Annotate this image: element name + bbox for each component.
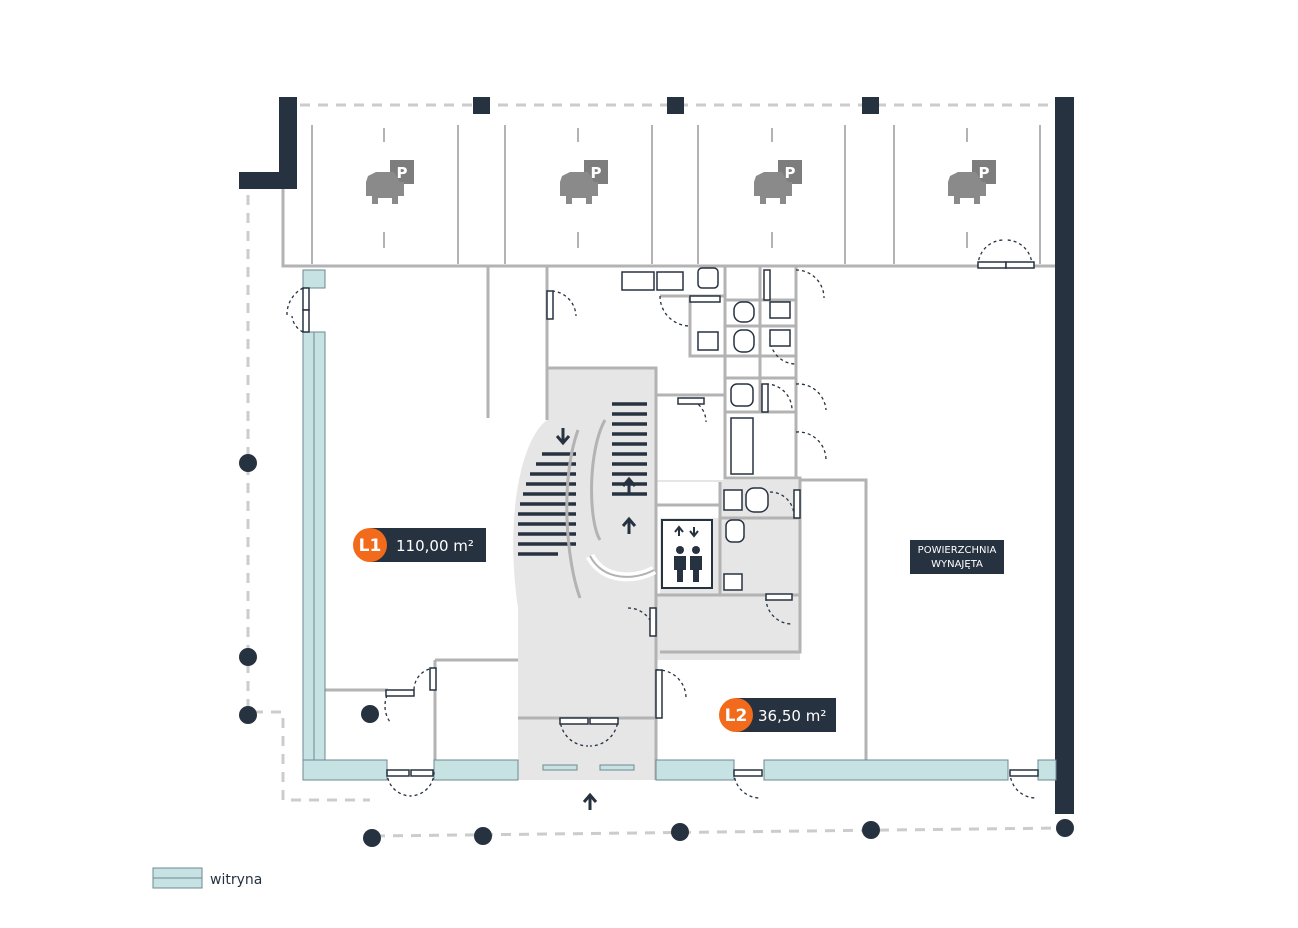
structural-walls (239, 97, 1074, 814)
parking-spot-3: P (754, 160, 802, 204)
rented-area-label: POWIERZCHNIA WYNAJĘTA (910, 540, 1004, 574)
svg-text:L2: L2 (725, 706, 748, 726)
toilet-icon (697, 267, 719, 289)
car-icon (560, 172, 598, 204)
sink-icon (656, 271, 684, 291)
car-icon (948, 172, 986, 204)
post (1056, 819, 1074, 837)
svg-text:36,50 m²: 36,50 m² (758, 707, 826, 725)
svg-text:P: P (397, 164, 408, 182)
parking-dividers (311, 125, 1041, 264)
sanitary-fixtures (621, 267, 791, 591)
stairs (518, 402, 657, 599)
post (239, 648, 257, 666)
boundary-posts (239, 454, 1074, 847)
svg-text:L1: L1 (359, 536, 382, 556)
svg-text:P: P (979, 164, 990, 182)
svg-text:P: P (785, 164, 796, 182)
sink-icon (769, 301, 791, 319)
sink-icon (697, 331, 719, 351)
svg-text:POWIERZCHNIA: POWIERZCHNIA (918, 545, 997, 556)
legend-label: witryna (210, 872, 262, 888)
unit-badge (719, 698, 753, 732)
post (239, 706, 257, 724)
sink-icon (769, 329, 791, 347)
unit-area-box (370, 528, 486, 562)
storefront-glazing (302, 269, 1057, 781)
svg-text:110,00 m²: 110,00 m² (396, 537, 474, 555)
post (361, 705, 379, 723)
parking-spot-1: P (366, 160, 414, 204)
svg-text:WYNAJĘTA: WYNAJĘTA (931, 559, 983, 570)
sink-icon (723, 489, 743, 511)
toilet-icon (733, 301, 755, 323)
post (862, 821, 880, 839)
svg-text:P: P (591, 164, 602, 182)
unit-label-L1[interactable]: L1 110,00 m² (353, 528, 486, 562)
utility-sink-icon (730, 417, 754, 475)
arrow-up-icon (621, 476, 637, 494)
post (671, 823, 689, 841)
car-icon (366, 172, 404, 204)
toilet-icon (725, 519, 745, 543)
kitchen-sink-icon (621, 271, 655, 291)
elevator-icon (661, 519, 713, 589)
parking-spot-2: P (560, 160, 608, 204)
doors (286, 239, 1039, 799)
legend: witryna (152, 867, 262, 889)
elevator (661, 519, 713, 589)
post (239, 454, 257, 472)
toilet-icon (733, 329, 755, 353)
post (474, 827, 492, 845)
unit-label-L2[interactable]: L2 36,50 m² (719, 698, 836, 732)
unit-badge (353, 528, 387, 562)
sink-icon (723, 573, 743, 591)
toilet-icon (730, 383, 754, 407)
toilet-icon (745, 487, 769, 513)
arrow-up-icon (621, 516, 637, 534)
direction-arrows (555, 428, 637, 810)
entrance-arrow-icon (582, 792, 598, 810)
arrow-down-icon (555, 428, 571, 446)
car-icon (754, 172, 792, 204)
parking-spot-4: P (948, 160, 996, 204)
post (363, 829, 381, 847)
